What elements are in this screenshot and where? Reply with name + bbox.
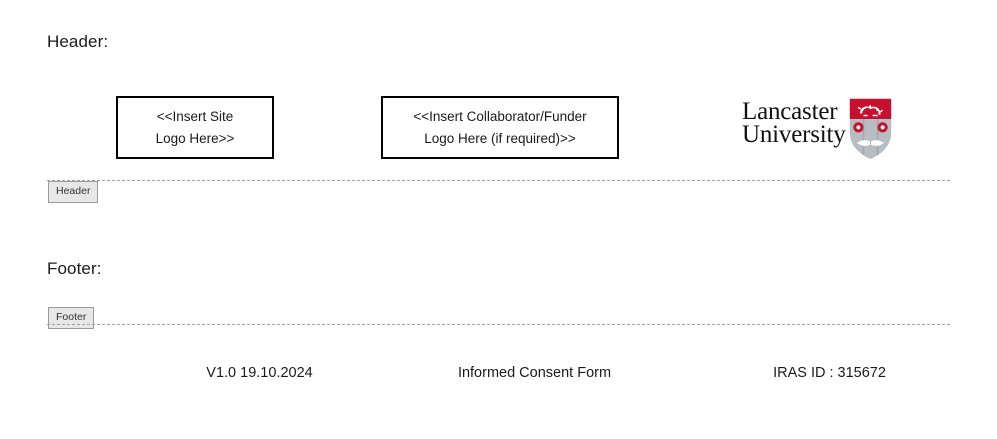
site-logo-placeholder-text: <<Insert Site Logo Here>> [155,108,235,146]
footer-version-text: V1.0 19.10.2024 [206,365,313,381]
footer-content-row: V1.0 19.10.2024 Informed Consent Form IR… [47,362,950,384]
header-section-label: Header: [47,32,109,51]
header-boundary-tab[interactable]: Header [48,181,99,203]
university-wordmark: Lancaster University [742,95,846,149]
header-boundary-dashed-line [47,180,950,181]
university-wordmark-line1: Lancaster [742,98,838,125]
lancaster-shield-crest-icon [847,97,893,161]
university-wordmark-line2: University [742,121,846,149]
lancaster-university-logo: Lancaster University [742,95,910,161]
footer-iras-id-text: IRAS ID : 315672 [773,365,886,381]
site-logo-placeholder-box[interactable]: <<Insert Site Logo Here>> [116,96,274,159]
collaborator-logo-placeholder-text: <<Insert Collaborator/Funder Logo Here (… [413,108,587,146]
footer-boundary-dashed-line [47,324,950,325]
collaborator-logo-placeholder-box[interactable]: <<Insert Collaborator/Funder Logo Here (… [381,96,619,159]
footer-document-title-text: Informed Consent Form [457,365,612,381]
footer-boundary-tab[interactable]: Footer [48,307,95,329]
footer-section-label: Footer: [47,259,102,278]
